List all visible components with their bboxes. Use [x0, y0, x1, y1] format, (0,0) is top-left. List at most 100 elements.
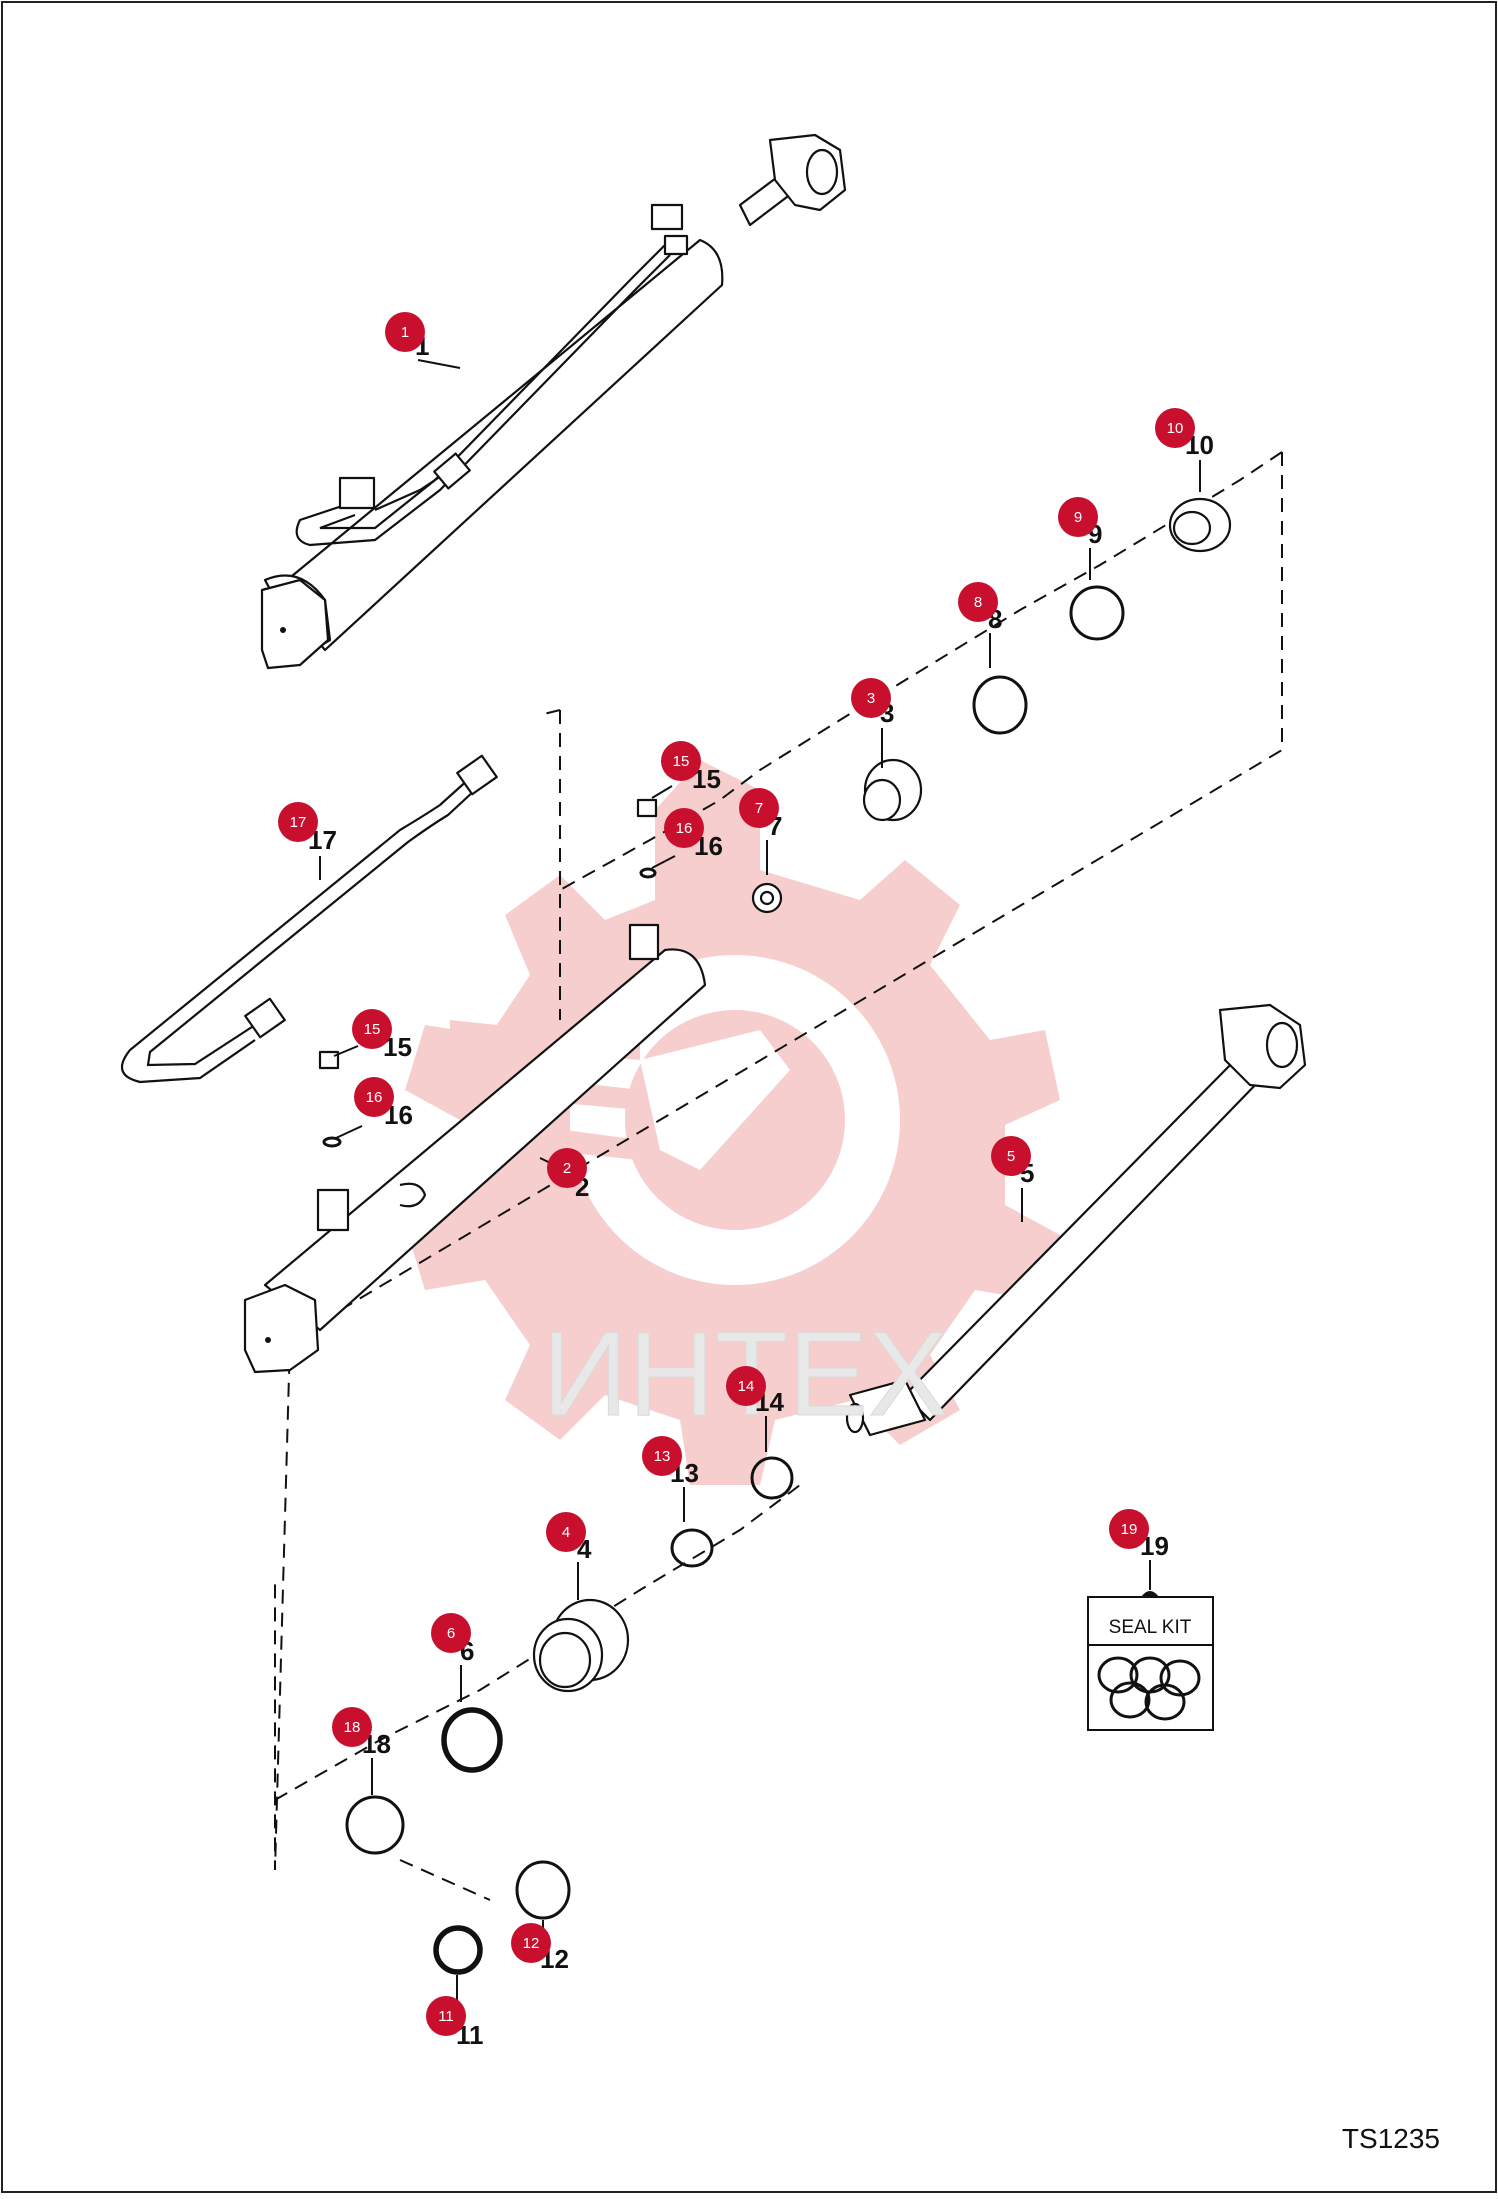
callout-9: 99 [1058, 497, 1102, 580]
upper-fitting-1 [338, 476, 376, 510]
callout-badge [642, 1436, 682, 1476]
callout-badge [385, 312, 425, 352]
upper-fitting-4 [663, 234, 689, 256]
callout-3: 33 [851, 678, 894, 768]
callout-badge-label: 18 [344, 1719, 361, 1736]
seal-kit-ring-4 [1109, 1681, 1151, 1719]
seal-kit-label: SEAL KIT [1109, 1617, 1192, 1638]
callout-badge [546, 1512, 586, 1552]
callout-badge-label: 6 [447, 1625, 455, 1642]
part-12-ring [515, 1860, 571, 1920]
callout-leader-line [651, 855, 676, 869]
callout-7: 77 [739, 788, 782, 875]
tube-17-nut-top [456, 754, 498, 796]
callout-badge-label: 15 [673, 753, 690, 770]
part-15-lower-plug [318, 1050, 340, 1070]
rod-thread-end [845, 1402, 865, 1434]
callout-badge [511, 1923, 551, 1963]
callout-badge-label: 13 [654, 1448, 671, 1465]
seal-kit-hang-tab [1141, 1591, 1159, 1597]
part-16-upper-oring [639, 867, 657, 879]
seal-kit-ring-3 [1159, 1659, 1201, 1697]
upper-clevis [260, 578, 330, 670]
piston-rod [845, 1003, 1307, 1437]
dashed-ring-link [399, 1859, 491, 1901]
callout-badge-label: 1 [401, 324, 409, 341]
barrel-port-upper [628, 923, 660, 961]
part-15-upper-plug [636, 798, 658, 818]
watermark-gear-logo [405, 760, 1060, 1485]
callout-leader-line [651, 785, 673, 799]
callout-badge-label: 5 [1007, 1148, 1015, 1165]
barrel-clevis [243, 1283, 320, 1374]
part-18-ring [345, 1795, 405, 1855]
part-16-lower-oring [322, 1136, 342, 1148]
upper-clevis-pin [280, 627, 286, 633]
part-10-bushing-face [1172, 510, 1212, 546]
tube-17-nut-bottom [244, 997, 286, 1039]
callout-badge-label: 11 [438, 2008, 454, 2025]
callout-badge-label: 12 [523, 1935, 540, 1952]
callout-badge-label: 16 [676, 820, 693, 837]
watermark-wrench [640, 1030, 790, 1170]
callout-badge [547, 1148, 587, 1188]
part-9-ring [1069, 585, 1125, 641]
small-parts [318, 497, 1232, 1975]
callout-badge-label: 14 [738, 1378, 755, 1395]
callout-badge [1155, 408, 1195, 448]
callout-1: 11 [385, 312, 461, 369]
callout-badge [354, 1077, 394, 1117]
callout-badge [352, 1009, 392, 1049]
part-13-ring [670, 1528, 714, 1568]
callout-badge [991, 1136, 1031, 1176]
barrel-clip [399, 1182, 427, 1208]
upper-fitting-3 [650, 203, 684, 231]
callout-badge [332, 1707, 372, 1747]
callout-badge [1058, 497, 1098, 537]
tube-17-b [146, 789, 476, 1067]
callout-badge-label: 7 [755, 800, 763, 817]
callout-badge [851, 678, 891, 718]
callout-leader-line [417, 359, 461, 369]
callout-badge-label: 10 [1167, 420, 1184, 437]
callout-badge [726, 1366, 766, 1406]
callout-badge-label: 8 [974, 594, 982, 611]
callout-badge-label: 15 [364, 1021, 381, 1038]
callout-8: 88 [958, 582, 1002, 668]
part-14-ring [750, 1456, 794, 1500]
callout-badge [739, 788, 779, 828]
callout-badge [664, 808, 704, 848]
part-7-nut-hole [759, 890, 775, 906]
upper-fitting-2 [433, 452, 471, 490]
figure-code: TS1235 [1342, 2123, 1440, 2154]
callout-badge [426, 1996, 466, 2036]
callout-leader-line [333, 1045, 359, 1057]
barrel-body [263, 948, 707, 1332]
part-11-ring [433, 1925, 483, 1975]
callout-2: 22 [539, 1148, 589, 1202]
upper-tube-a [295, 254, 671, 547]
callout-badge [431, 1613, 471, 1653]
seal-kit-ring-1 [1097, 1656, 1139, 1694]
upper-barrel [273, 238, 724, 652]
callout-badge-label: 3 [867, 690, 875, 707]
part-8-ring [972, 675, 1028, 735]
upper-tube-b [319, 244, 666, 530]
loose-tube [120, 754, 498, 1084]
callout-4: 44 [546, 1512, 592, 1600]
callout-5: 55 [991, 1136, 1034, 1222]
callout-layer: 1122334455667788991010111112121313141415… [278, 312, 1214, 2050]
